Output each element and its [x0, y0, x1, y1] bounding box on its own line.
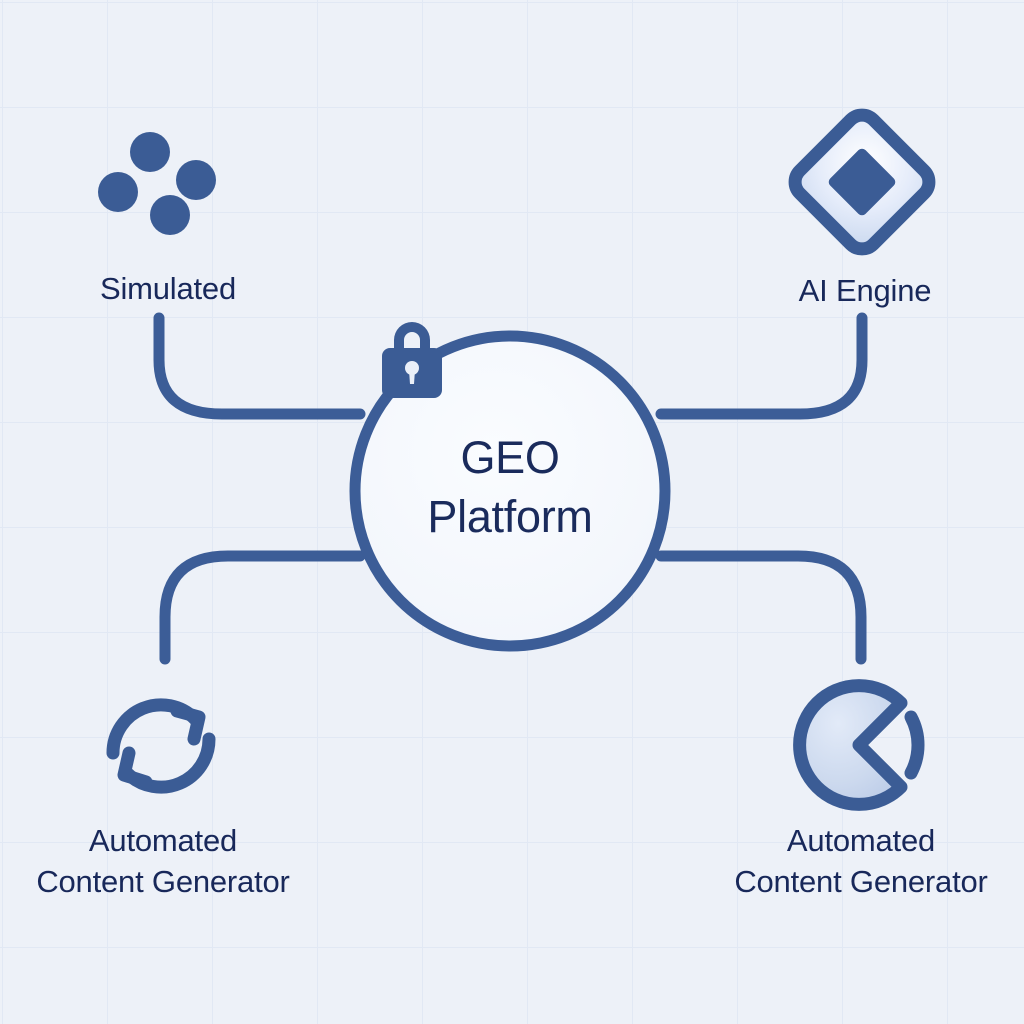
- scatter-dots-icon: [98, 132, 216, 235]
- connector-bottom-right-to-hub: [655, 550, 867, 665]
- sync-arrows-icon: [106, 698, 216, 794]
- pie-chart-icon: [793, 679, 925, 811]
- lock-icon: [382, 322, 442, 398]
- node-label-ai-engine: AI Engine: [798, 273, 932, 308]
- hub-circle[interactable]: [349, 330, 671, 652]
- node-label-automated-content-generator-right: Automated Content Generator: [734, 823, 988, 899]
- connector-simulated-to-hub: [153, 312, 366, 420]
- hub-group[interactable]: [349, 330, 671, 652]
- connector-group: [153, 312, 868, 665]
- node-label-simulated: Simulated: [99, 271, 237, 306]
- connector-bottom-left-to-hub: [159, 550, 366, 665]
- node-label-automated-content-generator-left: Automated Content Generator: [36, 823, 290, 899]
- diamond-icon: [788, 108, 936, 256]
- hub-title: GEO Platform: [427, 432, 593, 542]
- connector-ai-engine-to-hub: [655, 312, 868, 420]
